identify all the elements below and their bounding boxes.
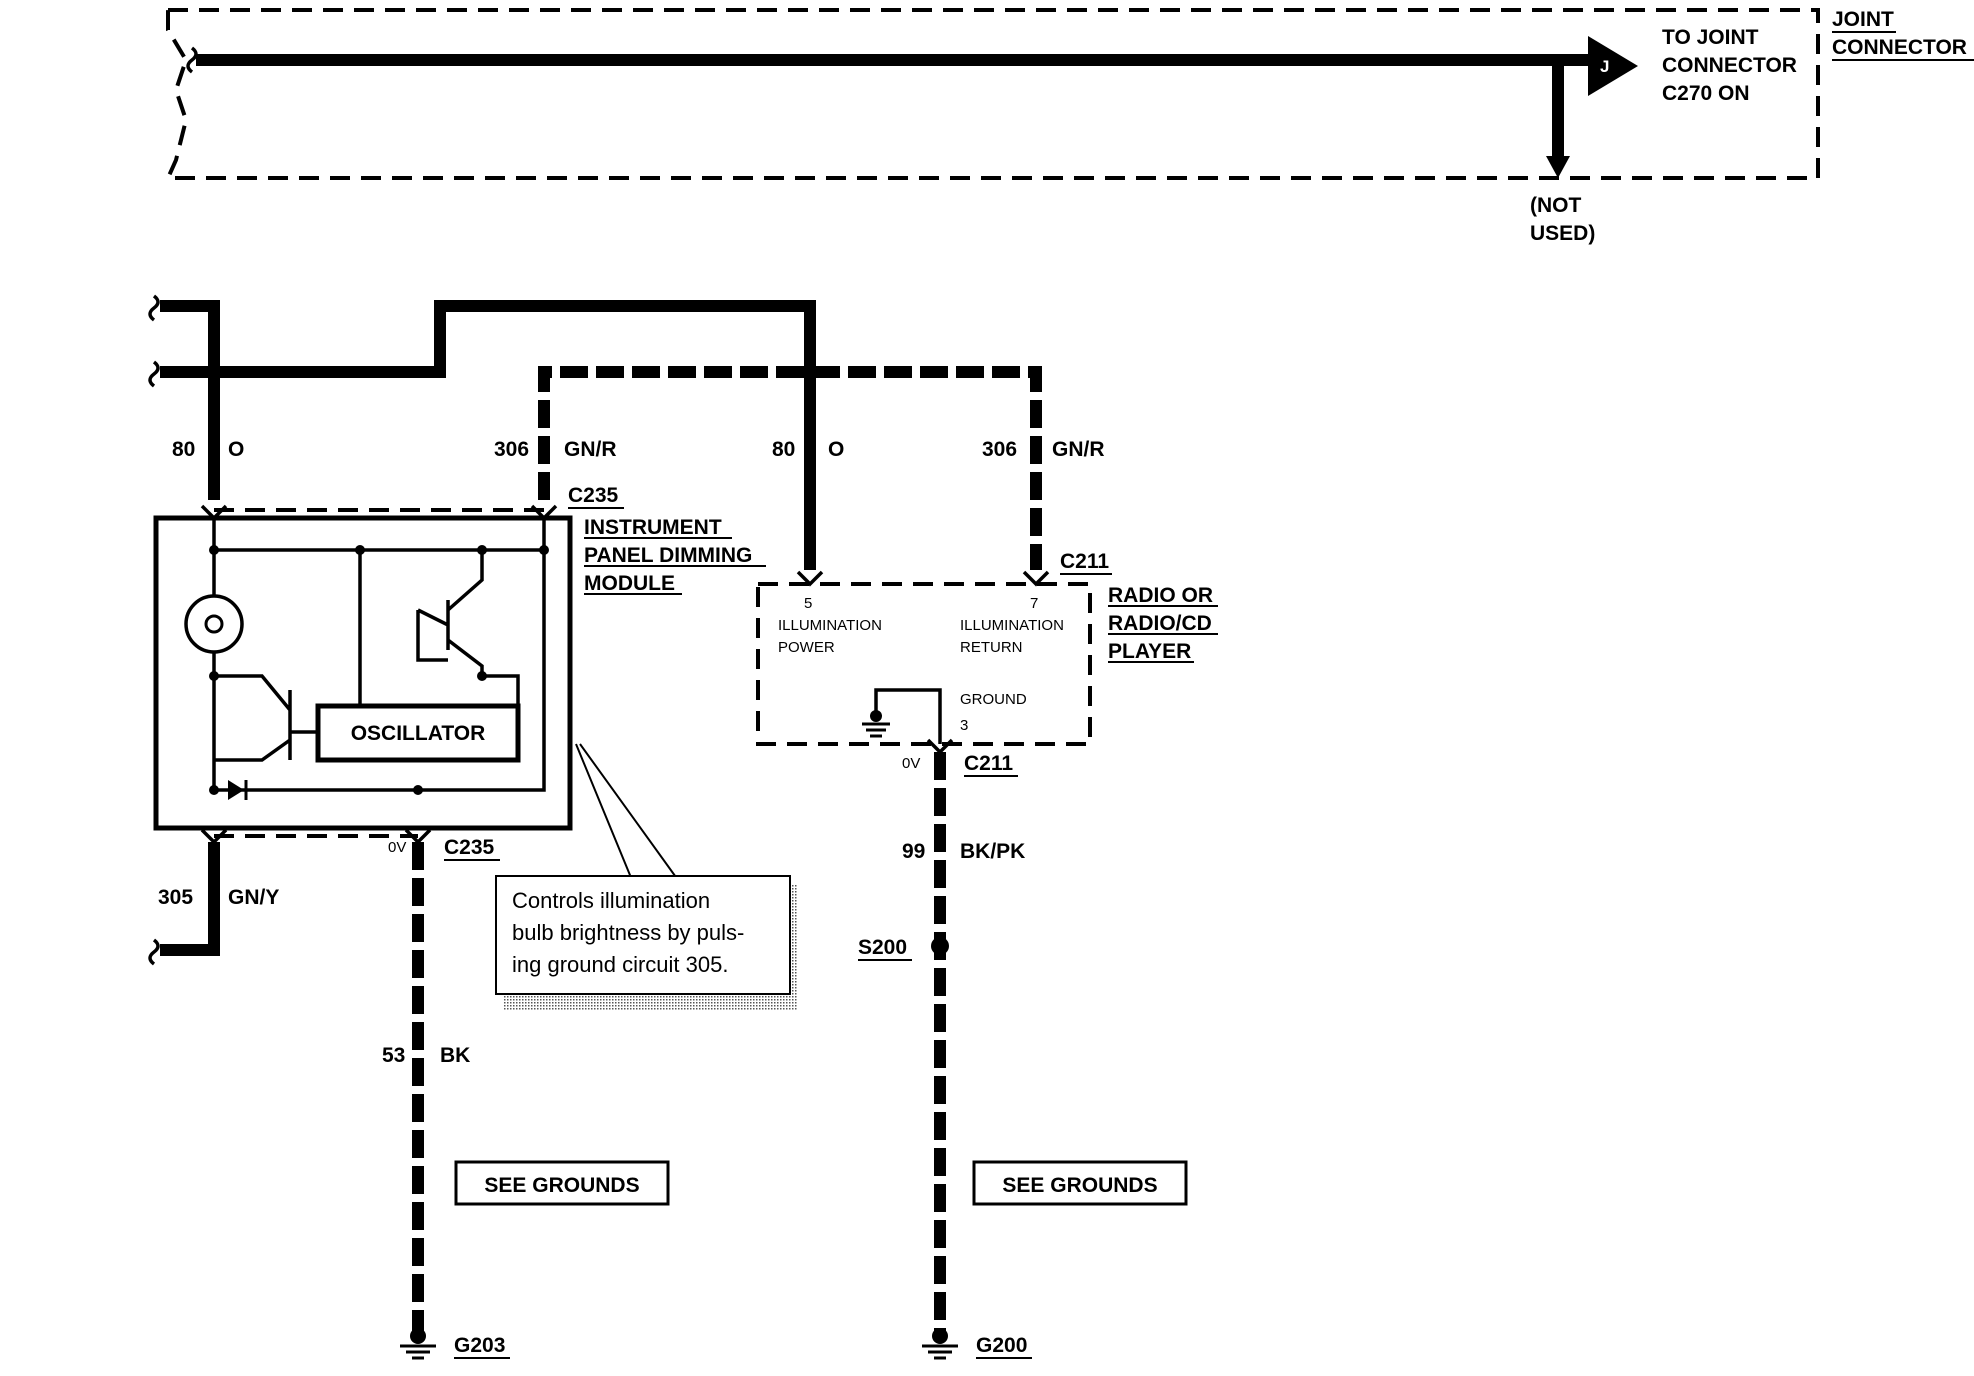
wire-break-symbol	[148, 294, 160, 322]
wire-80-left-number: 80	[172, 438, 195, 461]
callout-line3: ing ground circuit 305.	[512, 952, 728, 977]
module-name-line2: PANEL DIMMING	[584, 544, 752, 567]
wire-306-left-number: 306	[494, 438, 529, 461]
internal-ground-icon	[862, 710, 890, 738]
junction-dot	[209, 545, 219, 555]
radio-name-line3: PLAYER	[1108, 640, 1191, 663]
pin-7-number: 7	[1030, 595, 1038, 612]
wire-306-left-color: GN/R	[564, 438, 617, 461]
callout-group: Controls illumination bulb brightness by…	[495, 743, 798, 1010]
wire-99-number: 99	[902, 840, 925, 863]
wire-80-right-number: 80	[772, 438, 795, 461]
wire-305-color: GN/Y	[228, 886, 279, 909]
ground-g203-label: G203	[454, 1334, 505, 1357]
see-grounds-left-label: SEE GROUNDS	[484, 1174, 639, 1197]
junction-dot	[539, 545, 549, 555]
junction-dot	[413, 785, 423, 795]
to-joint-line3: C270 ON	[1662, 82, 1750, 105]
see-grounds-left-box[interactable]	[454, 1160, 670, 1206]
oscillator-label: OSCILLATOR	[351, 722, 486, 745]
osc-return	[482, 674, 520, 706]
wire-306-gnr	[538, 366, 1042, 570]
see-grounds-right-label: SEE GROUNDS	[1002, 1174, 1157, 1197]
joint-connector-title-line2: CONNECTOR	[1832, 36, 1967, 59]
wire-306-right-number: 306	[982, 438, 1017, 461]
joint-marker-label: J	[1600, 57, 1609, 76]
pin-7-label-line1: ILLUMINATION	[960, 617, 1064, 634]
junction-dot	[209, 785, 219, 795]
internal-ground-link	[874, 688, 942, 744]
ground-pin-label: GROUND	[960, 691, 1027, 708]
c211-bottom-label: C211	[964, 752, 1013, 775]
not-used-line2: USED)	[1530, 222, 1595, 245]
bulb-filament-icon	[204, 614, 224, 634]
internal-bus	[212, 518, 546, 792]
radio-module: C211 RADIO OR RADIO/CD PLAYER 5 ILLUMINA…	[756, 550, 1218, 777]
joint-connector-section: J TO JOINT CONNECTOR C270 ON JOINT CONNE…	[164, 8, 1974, 245]
pin-5-label-line2: POWER	[778, 639, 835, 656]
zero-volt-label: 0V	[388, 839, 406, 856]
pin-5-number: 5	[804, 595, 812, 612]
joint-arrow-icon	[1588, 36, 1638, 96]
down-arrow-icon	[1546, 156, 1570, 178]
wire-305-group: 305 GN/Y	[148, 842, 279, 966]
diode-icon	[228, 780, 244, 800]
to-joint-line1: TO JOINT	[1662, 26, 1759, 49]
ground-icon	[400, 1328, 436, 1360]
callout-line1: Controls illumination	[512, 888, 710, 913]
ground-g200-label: G200	[976, 1334, 1027, 1357]
splice-s200-label: S200	[858, 936, 907, 959]
wire-99-group: 99 BK/PK S200 SEE GROUNDS G200	[858, 752, 1188, 1360]
callout-leader	[575, 743, 679, 881]
module-name-line3: MODULE	[584, 572, 675, 595]
wire-80-left-color: O	[228, 438, 244, 461]
joint-connector-title-line1: JOINT	[1832, 8, 1894, 31]
wire-80-to-radio	[160, 300, 816, 570]
pin-7-label-line2: RETURN	[960, 639, 1023, 656]
ground-icon	[922, 1328, 958, 1360]
junction-dot	[477, 671, 487, 681]
wire-305-number: 305	[158, 886, 193, 909]
module-name-line1: INSTRUMENT	[584, 516, 722, 539]
callout-box	[495, 875, 791, 995]
pin-3-number: 3	[960, 717, 968, 734]
radio-name-line1: RADIO OR	[1108, 584, 1213, 607]
feed-wires: 80 O 306 GN/R 80 O 306 GN/R	[148, 294, 1105, 570]
callout-line2: bulb brightness by puls-	[512, 920, 744, 945]
wire-305-gny	[160, 842, 220, 956]
joint-connector-dashed-boundary	[164, 8, 1820, 180]
wire-53-color: BK	[440, 1044, 470, 1067]
dimming-module: OSCILLATOR C235 INSTRUMENT PANEL DIMMING…	[153, 484, 766, 861]
wire-break-symbol	[148, 938, 160, 966]
zero-volt-label: 0V	[902, 755, 920, 772]
junction-dot	[355, 545, 365, 555]
wire-99-color: BK/PK	[960, 840, 1025, 863]
c235-top-label: C235	[568, 484, 619, 507]
dimming-module-box	[153, 515, 573, 831]
wire-306-right-color: GN/R	[1052, 438, 1105, 461]
junction-dot	[477, 545, 487, 555]
wire-53-group: 53 BK SEE GROUNDS G203	[382, 842, 670, 1360]
wire-80-left	[160, 300, 220, 500]
to-joint-line2: CONNECTOR	[1662, 54, 1797, 77]
bulb-icon	[184, 594, 244, 654]
c235-bottom-label: C235	[444, 836, 495, 859]
splice-dot	[931, 937, 949, 955]
not-used-line1: (NOT	[1530, 194, 1581, 217]
wire-break-symbol	[186, 46, 198, 74]
see-grounds-right-box[interactable]	[972, 1160, 1188, 1206]
wire-53-number: 53	[382, 1044, 405, 1067]
transistor-icon	[416, 550, 484, 676]
wire-break-symbol	[148, 360, 160, 388]
c211-top-label: C211	[1060, 550, 1109, 573]
wire-80-right-color: O	[828, 438, 844, 461]
pin-5-label-line1: ILLUMINATION	[778, 617, 882, 634]
radio-dashed-box	[756, 582, 1092, 746]
transistor-icon	[214, 674, 292, 762]
radio-name-line2: RADIO/CD	[1108, 612, 1212, 635]
c211-top-pins	[796, 570, 1050, 587]
junction-dot	[209, 671, 219, 681]
